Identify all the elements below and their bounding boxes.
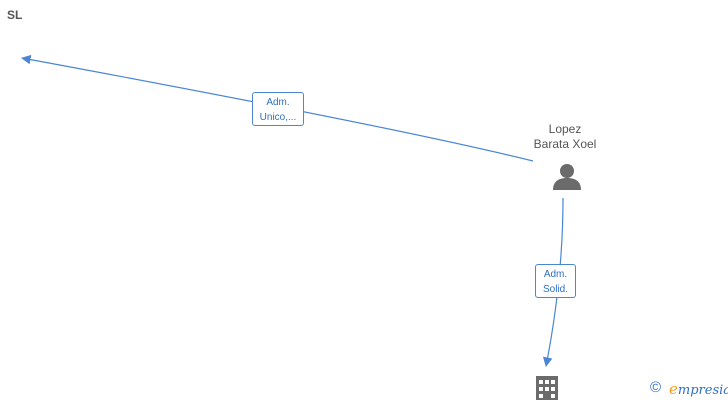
company-node-label[interactable]: SL [7,8,23,22]
edge-label-adm-unico[interactable]: Adm. Unico,... [252,92,304,126]
brand-logo[interactable]: empresia [669,380,728,398]
edge-label-line2: Unico,... [259,112,297,123]
edge-label-line2: Solid. [542,284,568,295]
building-icon[interactable] [536,376,558,400]
edge-label-line1: Adm. [543,269,568,280]
edge-label-line1: Adm. [266,97,290,108]
edge-line-person-to-sl [21,54,534,162]
person-name-line2: Barata Xoel [533,137,597,151]
brand-logo-initial: e [669,380,678,398]
copyright-icon: © [650,379,662,396]
brand-logo-text: mpresia [677,383,728,398]
person-name-line1: Lopez [548,122,582,136]
person-node-label[interactable]: Lopez Barata Xoel [515,122,615,152]
person-icon[interactable] [553,164,581,190]
edge-label-adm-solid[interactable]: Adm. Solid. [535,264,576,298]
